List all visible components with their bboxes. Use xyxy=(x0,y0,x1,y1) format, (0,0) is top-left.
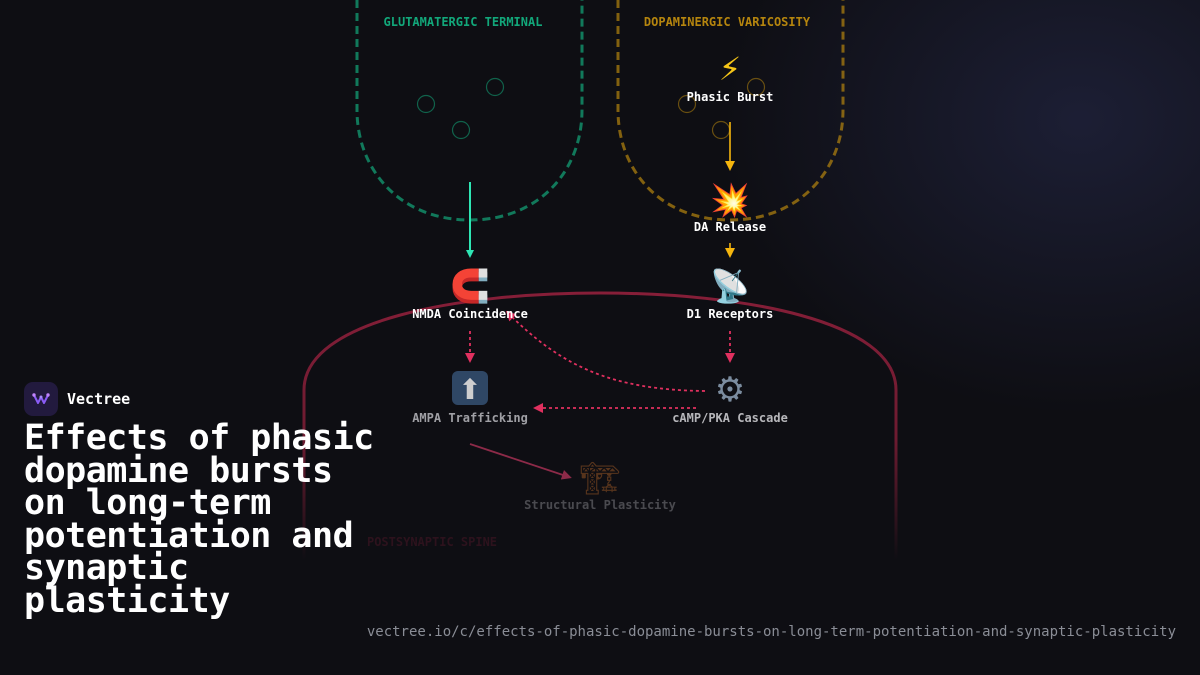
node-da-release[interactable]: 💥 DA Release xyxy=(694,181,766,234)
vesicle xyxy=(485,77,505,97)
brand-name: Vectree xyxy=(67,390,131,408)
construction-crane-icon: 🏗 xyxy=(580,459,621,497)
node-label: cAMP/PKA Cascade xyxy=(672,411,788,425)
dopaminergic-varicosity-label: DOPAMINERGIC VARICOSITY xyxy=(644,15,811,29)
arrow-ampa-to-structural xyxy=(469,443,572,480)
node-label: D1 Receptors xyxy=(687,307,774,321)
node-camp-pka-cascade[interactable]: ⚙ cAMP/PKA Cascade xyxy=(672,370,788,425)
node-label: AMPA Trafficking xyxy=(412,411,528,425)
arrow-camp-to-nmda xyxy=(505,310,706,392)
glutamatergic-terminal-label: GLUTAMATERGIC TERMINAL xyxy=(384,15,543,29)
node-label: NMDA Coincidence xyxy=(412,307,528,321)
node-label: DA Release xyxy=(694,220,766,234)
node-label: Phasic Burst xyxy=(687,90,774,104)
node-ampa-trafficking[interactable]: ⬆ AMPA Trafficking xyxy=(412,371,528,425)
node-nmda-coincidence[interactable]: 🧲 NMDA Coincidence xyxy=(412,267,528,321)
vesicle xyxy=(416,94,436,114)
node-structural-plasticity[interactable]: 🏗 Structural Plasticity xyxy=(524,459,676,512)
dopaminergic-varicosity-outline xyxy=(616,0,845,222)
satellite-dish-icon: 📡 xyxy=(710,266,750,305)
node-d1-receptors[interactable]: 📡 D1 Receptors xyxy=(687,266,774,321)
page-title: Effects of phasic dopamine bursts on lon… xyxy=(24,418,374,621)
vesicle xyxy=(711,120,731,140)
vesicle xyxy=(746,77,766,97)
node-phasic-burst[interactable]: ⚡ Phasic Burst xyxy=(687,50,774,104)
vesicle xyxy=(451,120,471,140)
node-label: Structural Plasticity xyxy=(524,498,676,512)
page-url[interactable]: vectree.io/c/effects-of-phasic-dopamine-… xyxy=(366,624,1176,640)
vesicle xyxy=(677,94,697,114)
brand[interactable]: Vectree xyxy=(24,382,130,416)
postsynaptic-spine-outline xyxy=(302,291,898,560)
burst-icon: 💥 xyxy=(710,181,750,219)
postsynaptic-spine-label: POSTSYNAPTIC SPINE xyxy=(367,535,497,549)
gear-icon: ⚙ xyxy=(715,370,745,410)
lightning-icon: ⚡ xyxy=(719,50,741,88)
magnet-icon: 🧲 xyxy=(450,267,490,305)
up-arrow-icon-frame xyxy=(452,371,488,405)
neuron-logo-icon xyxy=(24,382,58,416)
up-arrow-icon: ⬆ xyxy=(458,373,481,406)
